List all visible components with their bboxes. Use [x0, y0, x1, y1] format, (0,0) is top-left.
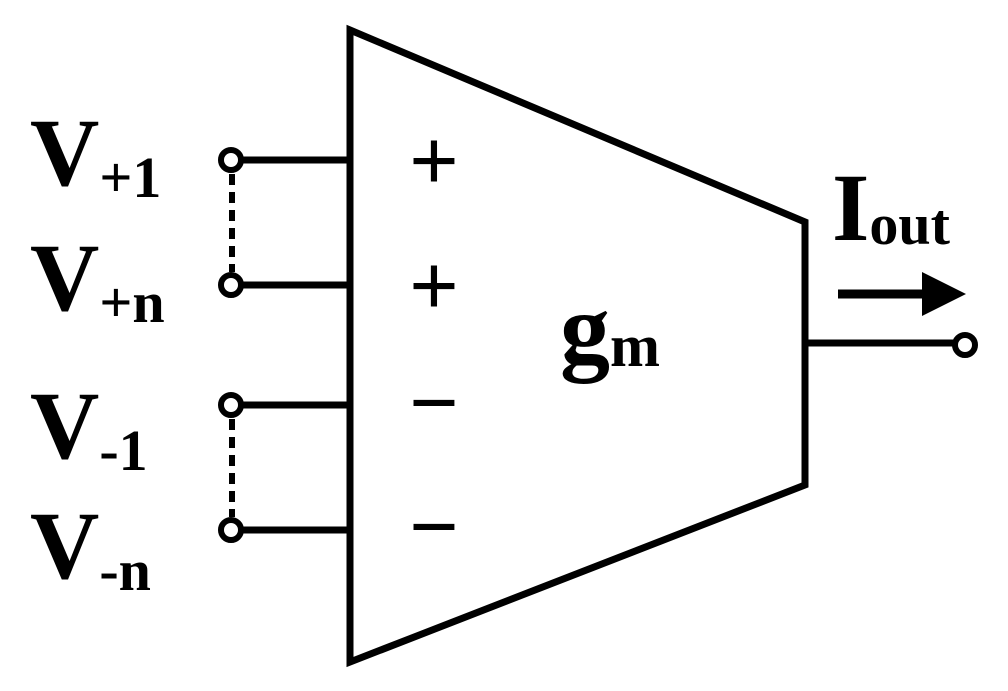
- input-label-minus-1: V-1: [30, 372, 148, 483]
- polarity-sign-minus-n: −: [409, 479, 459, 576]
- input-terminal-plus-1: [218, 147, 244, 173]
- gm-label: gm: [560, 273, 660, 384]
- polarity-sign-plus-n: +: [409, 238, 459, 335]
- output-current-label: Iout: [832, 154, 951, 261]
- polarity-sign-minus-1: −: [409, 355, 459, 452]
- output-arrow-icon: [838, 272, 966, 316]
- input-label-plus-1: V+1: [30, 99, 161, 210]
- gm-amplifier-body: [346, 24, 809, 668]
- input-terminal-minus-1: [218, 392, 244, 418]
- input-label-minus-n: V-n: [30, 492, 151, 603]
- input-label-plus-n: V+n: [30, 224, 165, 335]
- input-terminal-minus-n: [218, 517, 244, 543]
- input-terminal-plus-n: [218, 272, 244, 298]
- output-terminal: [952, 332, 978, 358]
- polarity-sign-plus-1: +: [409, 113, 459, 210]
